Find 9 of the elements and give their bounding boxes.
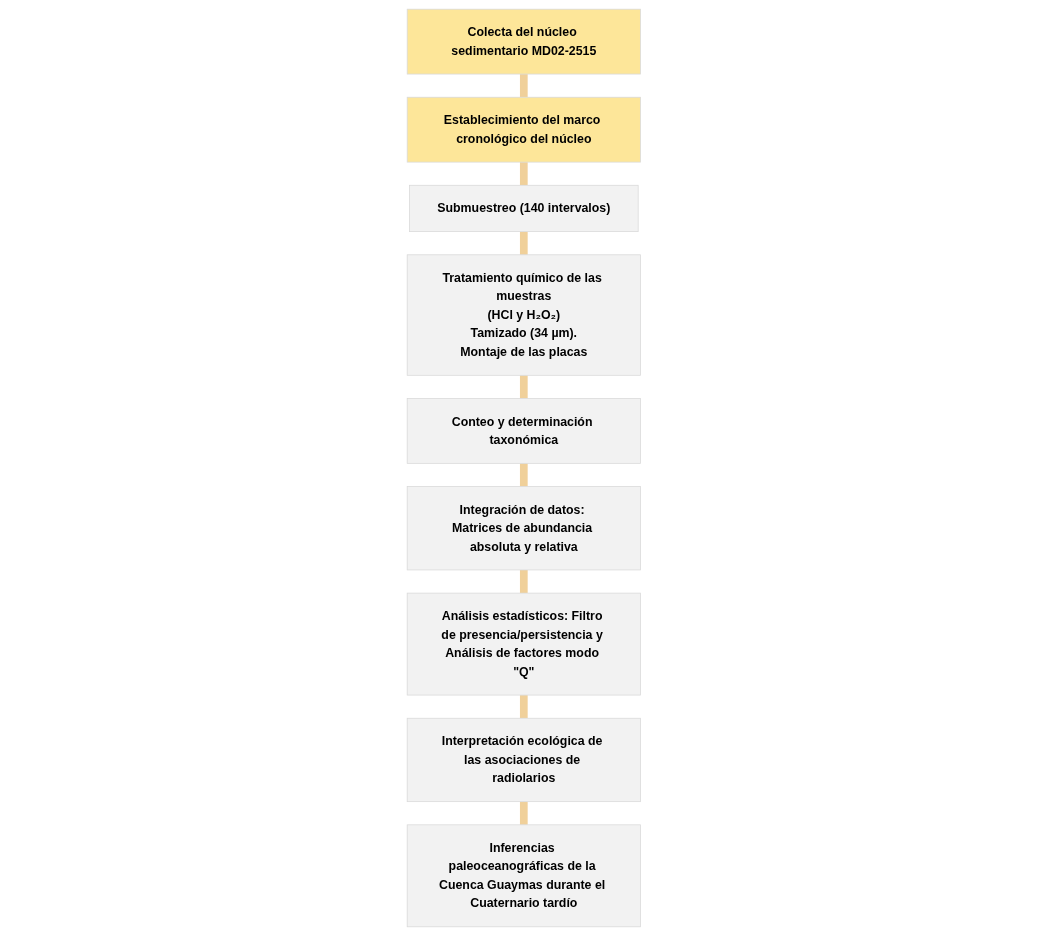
node-box: Inferencias paleoceanográficas de la Cuenca Guaymas durante el Cuaternario tardío — [406, 824, 641, 928]
node-box: Interpretación ecológica de las asociaciones de radiolarios — [406, 717, 641, 803]
node-box: Colecta del núcleo sedimentario MD02-2515 — [406, 8, 641, 75]
node-box: Análisis estadísticos: Filtro de presencia/persistencia y Análisis de factores modo "Q" — [406, 592, 641, 696]
node-box: Conteo y determinación taxonómica — [406, 398, 641, 464]
node-box: Submuestreo (140 intervalos) — [408, 184, 639, 233]
node-box: Establecimiento del marco cronológico del núcleo — [406, 96, 641, 163]
node-box: Tratamiento químico de las muestras (HCl y H₂O₂) Tamizado (34 µm). Montaje de las placas — [406, 254, 641, 376]
node-box: Integración de datos: Matrices de abundancia absoluta y relativa — [406, 486, 641, 571]
